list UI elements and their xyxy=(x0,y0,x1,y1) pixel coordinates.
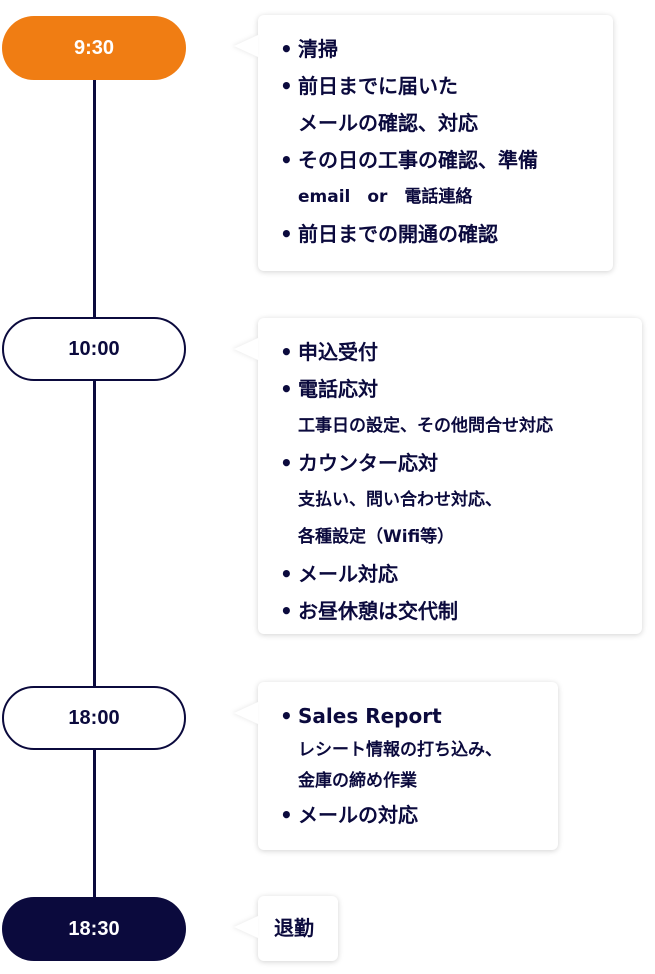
task-detail: 各種設定（Wifi等） xyxy=(280,519,628,556)
task-text: 支払い、問い合わせ対応、 xyxy=(298,490,502,510)
bullet-icon: • xyxy=(280,803,293,827)
task-text: お昼休憩は交代制 xyxy=(298,599,458,623)
task-text: その日の工事の確認、準備 xyxy=(298,148,538,172)
task-item: •その日の工事の確認、準備 xyxy=(280,142,599,179)
task-detail: email or 電話連絡 xyxy=(280,179,599,216)
task-text: 退勤 xyxy=(274,916,314,940)
task-text: メールの確認、対応 xyxy=(298,111,478,135)
bullet-icon: • xyxy=(280,148,293,172)
task-text: 電話応対 xyxy=(298,377,378,401)
task-item: •Sales Report xyxy=(280,698,544,735)
bullet-icon: • xyxy=(280,562,293,586)
task-item: •清掃 xyxy=(280,31,599,68)
task-item: •電話応対 xyxy=(280,371,628,408)
task-item: •カウンター応対 xyxy=(280,445,628,482)
task-item: •前日までに届いた xyxy=(280,68,599,105)
timeline-connector xyxy=(93,80,96,900)
bullet-icon: • xyxy=(280,222,293,246)
schedule-card-1830: 退勤 xyxy=(258,896,338,961)
task-text: 金庫の締め作業 xyxy=(298,771,417,791)
task-text: 工事日の設定、その他問合せ対応 xyxy=(298,416,553,436)
time-badge-0930: 9:30 xyxy=(2,16,186,80)
task-detail: レシート情報の打ち込み、 xyxy=(280,735,544,766)
task-text: 各種設定（Wifi等） xyxy=(298,527,455,547)
task-item: •申込受付 xyxy=(280,334,628,371)
task-text: カウンター応対 xyxy=(298,451,438,475)
bullet-icon: • xyxy=(280,377,293,401)
task-item: •メール対応 xyxy=(280,556,628,593)
task-text: メールの対応 xyxy=(298,803,418,827)
task-text: 申込受付 xyxy=(298,340,378,364)
task-detail: 退勤 xyxy=(274,910,338,947)
task-item: •メールの対応 xyxy=(280,797,544,834)
task-detail: メールの確認、対応 xyxy=(280,105,599,142)
bullet-icon: • xyxy=(280,74,293,98)
task-text: 前日までに届いた xyxy=(298,74,458,98)
bullet-icon: • xyxy=(280,340,293,364)
task-text: 前日までの開通の確認 xyxy=(298,222,498,246)
task-text: email or 電話連絡 xyxy=(298,187,473,207)
time-badge-1800: 18:00 xyxy=(2,686,186,750)
task-text: メール対応 xyxy=(298,562,398,586)
time-badge-1830: 18:30 xyxy=(2,897,186,961)
task-item: •前日までの開通の確認 xyxy=(280,216,599,253)
bullet-icon: • xyxy=(280,599,293,623)
task-item: •お昼休憩は交代制 xyxy=(280,593,628,630)
task-text: 清掃 xyxy=(298,37,338,61)
bullet-icon: • xyxy=(280,451,293,475)
task-detail: 金庫の締め作業 xyxy=(280,766,544,797)
bullet-icon: • xyxy=(280,704,293,728)
bullet-icon: • xyxy=(280,37,293,61)
task-text: レシート情報の打ち込み、 xyxy=(298,740,502,760)
task-detail: 工事日の設定、その他問合せ対応 xyxy=(280,408,628,445)
schedule-card-1000: •申込受付•電話応対工事日の設定、その他問合せ対応•カウンター応対支払い、問い合… xyxy=(258,318,642,634)
task-detail: 支払い、問い合わせ対応、 xyxy=(280,482,628,519)
task-text: Sales Report xyxy=(298,704,442,728)
time-badge-1000: 10:00 xyxy=(2,317,186,381)
